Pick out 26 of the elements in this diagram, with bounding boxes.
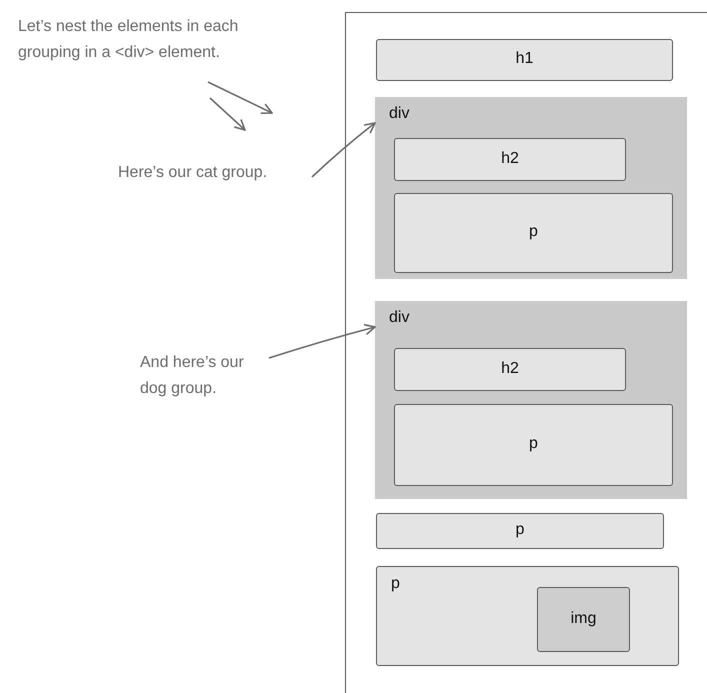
element-box xyxy=(394,138,626,181)
page-outline xyxy=(345,12,707,693)
element-tag: img xyxy=(538,610,629,628)
handwritten-note: Here’s our cat group. xyxy=(118,160,308,186)
element-tag: h1 xyxy=(377,50,672,68)
leader-arrow xyxy=(311,122,376,178)
element-box xyxy=(376,566,679,666)
element-box xyxy=(376,513,664,549)
element-box xyxy=(394,404,673,486)
element-tag: p xyxy=(395,223,672,241)
element-tag: h2 xyxy=(395,360,625,378)
image-box xyxy=(537,587,630,652)
group-box xyxy=(375,97,687,279)
element-tag: div xyxy=(389,105,410,123)
element-tag: p xyxy=(377,521,663,539)
element-tag: div xyxy=(389,309,410,327)
element-tag: p xyxy=(395,435,672,453)
group-box xyxy=(375,301,687,499)
element-tag: h2 xyxy=(395,150,625,168)
element-box xyxy=(376,39,673,81)
element-tag: p xyxy=(391,575,400,593)
handwritten-note: Let’s nest the elements in each grouping in a <div> element. xyxy=(18,14,298,66)
leader-arrow xyxy=(268,324,376,359)
element-box xyxy=(394,193,673,273)
handwritten-note: And here’s our dog group. xyxy=(140,350,265,402)
element-box xyxy=(394,348,626,391)
